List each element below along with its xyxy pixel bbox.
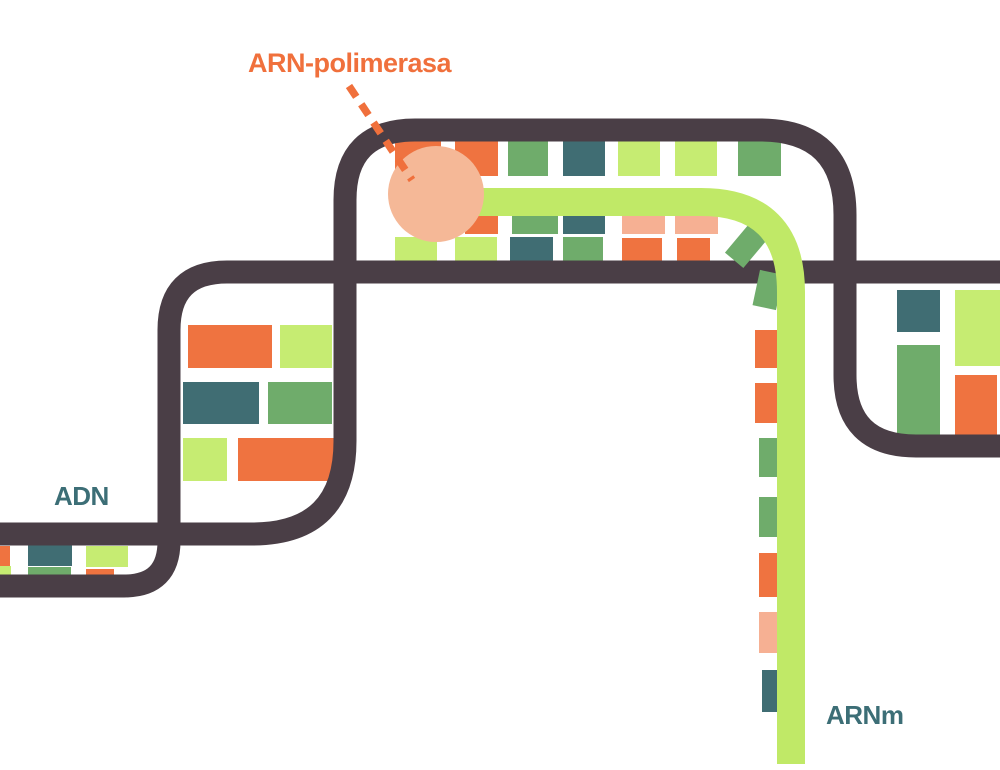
mrna-base-blocks — [724, 221, 784, 712]
dna-base-block — [280, 325, 332, 368]
dna-strand-a — [0, 260, 1000, 598]
dna-base-block — [268, 382, 332, 424]
dna-label: ADN — [54, 481, 109, 511]
rna-polymerase-circle — [388, 146, 484, 242]
mrna-base-block — [759, 497, 779, 537]
dna-base-block — [955, 290, 1000, 366]
dna-strands — [0, 118, 1000, 598]
dna-base-block — [28, 545, 72, 566]
dna-base-block — [510, 237, 553, 263]
dna-base-block — [897, 290, 940, 332]
mrna-base-block — [762, 670, 780, 712]
mrna-base-block — [759, 612, 780, 653]
dna-base-block — [955, 375, 997, 435]
mrna-strand — [437, 188, 805, 764]
mrna-label: ARNm — [826, 700, 904, 730]
dna-strand-b — [0, 118, 1000, 546]
mrna-base-block — [755, 383, 780, 423]
dna-base-block — [188, 325, 272, 368]
dna-base-block — [455, 237, 497, 263]
dna-base-block — [0, 546, 10, 566]
rna-polymerase-label: ARN-polimerasa — [248, 48, 452, 78]
mrna-base-block — [759, 553, 779, 597]
pointer-dashed-line-icon — [345, 83, 416, 183]
mrna-base-block — [755, 330, 780, 368]
mrna-base-block — [752, 269, 784, 311]
dna-base-block — [86, 546, 128, 567]
dna-base-block — [183, 382, 259, 424]
dna-base-block — [563, 237, 603, 263]
mrna-base-block — [759, 438, 779, 477]
dna-base-block — [183, 438, 227, 481]
dna-base-block — [238, 438, 338, 481]
